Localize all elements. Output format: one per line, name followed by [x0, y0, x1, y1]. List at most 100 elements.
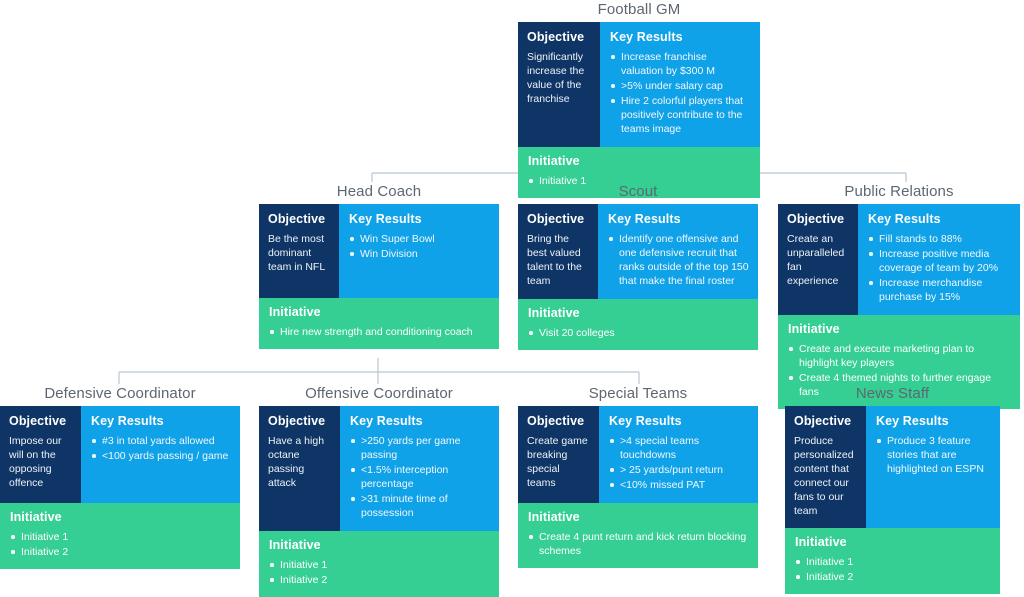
objective-column: Objective Create an unparalleled fan exp… — [778, 204, 858, 315]
key-results-list: Increase franchise valuation by $300 M >… — [610, 50, 751, 136]
initiative-heading: Initiative — [528, 306, 580, 320]
key-results-list: Produce 3 feature stories that are highl… — [876, 434, 991, 476]
card-top: Objective Create game breaking special t… — [518, 406, 758, 503]
initiative-item: Create 4 themed nights to further engage… — [788, 371, 1011, 399]
key-results-heading: Key Results — [876, 414, 949, 428]
initiative-item: Initiative 2 — [795, 570, 991, 584]
initiative-list: Initiative 1 Initiative 2 — [10, 530, 231, 559]
key-results-heading: Key Results — [349, 212, 422, 226]
initiative-list: Create 4 punt return and kick return blo… — [528, 530, 749, 558]
key-results-column: Key Results Win Super Bowl Win Division — [339, 204, 499, 298]
key-results-column: Key Results #3 in total yards allowed <1… — [81, 406, 240, 503]
node-scout[interactable]: Scout Objective Bring the best valued ta… — [518, 182, 758, 350]
node-special-teams[interactable]: Special Teams Objective Create game brea… — [518, 384, 758, 568]
card-top: Objective Bring the best valued talent t… — [518, 204, 758, 299]
key-results-heading: Key Results — [868, 212, 941, 226]
okr-card[interactable]: Objective Significantly increase the val… — [518, 22, 760, 198]
initiative-heading: Initiative — [528, 154, 580, 168]
objective-column: Objective Be the most dominant team in N… — [259, 204, 339, 298]
initiative-list: Create and execute marketing plan to hig… — [788, 342, 1011, 399]
key-result-item: <10% missed PAT — [609, 478, 749, 492]
initiative-band: Initiative Initiative 1 — [518, 147, 760, 198]
objective-heading: Objective — [527, 414, 585, 428]
initiative-item: Initiative 2 — [269, 573, 490, 587]
node-title: Head Coach — [336, 183, 422, 200]
objective-text: Bring the best valued talent to the team — [527, 233, 582, 287]
okr-card[interactable]: Objective Create game breaking special t… — [518, 406, 758, 568]
objective-text: Significantly increase the value of the … — [527, 51, 585, 105]
node-title: Defensive Coordinator — [44, 385, 196, 402]
initiative-list: Initiative 1 Initiative 2 — [269, 558, 490, 587]
card-top: Objective Significantly increase the val… — [518, 22, 760, 147]
objective-heading: Objective — [794, 414, 852, 428]
key-result-item: >5% under salary cap — [610, 79, 751, 93]
key-results-column: Key Results Identify one offensive and o… — [598, 204, 758, 299]
key-results-heading: Key Results — [609, 414, 682, 428]
initiative-band: Initiative Initiative 1 Initiative 2 — [785, 528, 1000, 594]
node-public-relations[interactable]: Public Relations Objective Create an unp… — [778, 182, 1020, 409]
initiative-item: Hire new strength and conditioning coach — [269, 325, 490, 339]
objective-column: Objective Have a high octane passing att… — [259, 406, 340, 531]
initiative-item: Initiative 1 — [795, 555, 991, 569]
key-results-heading: Key Results — [608, 212, 681, 226]
node-football-gm[interactable]: Football GM Objective Significantly incr… — [518, 0, 760, 198]
key-result-item: >4 special teams touchdowns — [609, 434, 749, 462]
key-results-column: Key Results >250 yards per game passing … — [340, 406, 499, 531]
initiative-item: Initiative 2 — [10, 545, 231, 559]
key-result-item: Win Division — [349, 247, 490, 261]
key-results-list: >4 special teams touchdowns > 25 yards/p… — [609, 434, 749, 492]
node-defensive-coordinator[interactable]: Defensive Coordinator Objective Impose o… — [0, 384, 240, 569]
key-result-item: <100 yards passing / game — [91, 449, 231, 463]
initiative-list: Visit 20 colleges — [528, 326, 749, 340]
initiative-heading: Initiative — [795, 535, 847, 549]
node-offensive-coordinator[interactable]: Offensive Coordinator Objective Have a h… — [259, 384, 499, 597]
initiative-item: Initiative 1 — [528, 174, 751, 188]
initiative-item: Initiative 1 — [10, 530, 231, 544]
key-results-column: Key Results Produce 3 feature stories th… — [866, 406, 1000, 528]
objective-column: Objective Produce personalized content t… — [785, 406, 866, 528]
key-result-item: Produce 3 feature stories that are highl… — [876, 434, 991, 476]
okr-card[interactable]: Objective Create an unparalleled fan exp… — [778, 204, 1020, 409]
initiative-list: Initiative 1 — [528, 174, 751, 188]
key-results-list: Identify one offensive and one defensive… — [608, 232, 749, 288]
objective-column: Objective Bring the best valued talent t… — [518, 204, 598, 299]
key-result-item: > 25 yards/punt return — [609, 463, 749, 477]
okr-card[interactable]: Objective Impose our will on the opposin… — [0, 406, 240, 569]
initiative-band: Initiative Hire new strength and conditi… — [259, 298, 499, 349]
card-top: Objective Produce personalized content t… — [785, 406, 1000, 528]
initiative-band: Initiative Create 4 punt return and kick… — [518, 503, 758, 568]
objective-text: Impose our will on the opposing offence — [9, 435, 62, 489]
objective-column: Objective Create game breaking special t… — [518, 406, 599, 503]
okr-card[interactable]: Objective Be the most dominant team in N… — [259, 204, 499, 349]
initiative-heading: Initiative — [10, 510, 62, 524]
node-news-staff[interactable]: News Staff Objective Produce personalize… — [785, 384, 1000, 594]
initiative-band: Initiative Initiative 1 Initiative 2 — [0, 503, 240, 569]
key-result-item: Increase franchise valuation by $300 M — [610, 50, 751, 78]
node-head-coach[interactable]: Head Coach Objective Be the most dominan… — [259, 182, 499, 349]
card-top: Objective Create an unparalleled fan exp… — [778, 204, 1020, 315]
key-result-item: Identify one offensive and one defensive… — [608, 232, 749, 288]
key-result-item: >250 yards per game passing — [350, 434, 490, 462]
key-results-heading: Key Results — [610, 30, 683, 44]
node-title: Offensive Coordinator — [305, 385, 453, 402]
objective-text: Be the most dominant team in NFL — [268, 233, 326, 273]
objective-heading: Objective — [527, 30, 585, 44]
okr-card[interactable]: Objective Have a high octane passing att… — [259, 406, 499, 597]
key-result-item: Win Super Bowl — [349, 232, 490, 246]
key-results-list: >250 yards per game passing <1.5% interc… — [350, 434, 490, 520]
objective-column: Objective Significantly increase the val… — [518, 22, 600, 147]
objective-heading: Objective — [527, 212, 585, 226]
key-results-column: Key Results Fill stands to 88% Increase … — [858, 204, 1020, 315]
initiative-heading: Initiative — [528, 510, 580, 524]
objective-text: Create game breaking special teams — [527, 435, 588, 489]
key-result-item: Hire 2 colorful players that positively … — [610, 94, 751, 136]
key-results-list: Win Super Bowl Win Division — [349, 232, 490, 261]
key-results-list: Fill stands to 88% Increase positive med… — [868, 232, 1011, 304]
okr-card[interactable]: Objective Produce personalized content t… — [785, 406, 1000, 594]
initiative-band: Initiative Create and execute marketing … — [778, 315, 1020, 409]
okr-card[interactable]: Objective Bring the best valued talent t… — [518, 204, 758, 350]
key-results-heading: Key Results — [91, 414, 164, 428]
initiative-heading: Initiative — [269, 538, 321, 552]
initiative-item: Create 4 punt return and kick return blo… — [528, 530, 749, 558]
key-results-column: Key Results >4 special teams touchdowns … — [599, 406, 758, 503]
